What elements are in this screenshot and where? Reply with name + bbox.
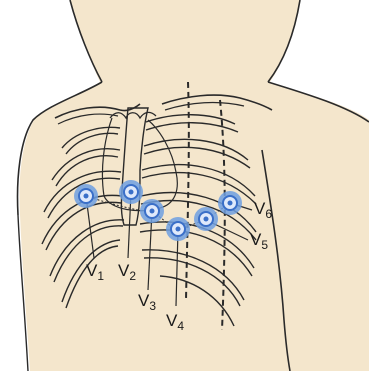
electrode-v3 [140,199,164,223]
electrode-v4 [166,217,190,241]
electrode-v5 [194,207,218,231]
torso-silhouette [20,0,369,371]
electrode-v1 [74,184,98,208]
electrode-v2 [119,180,143,204]
electrode-v6 [218,191,242,215]
